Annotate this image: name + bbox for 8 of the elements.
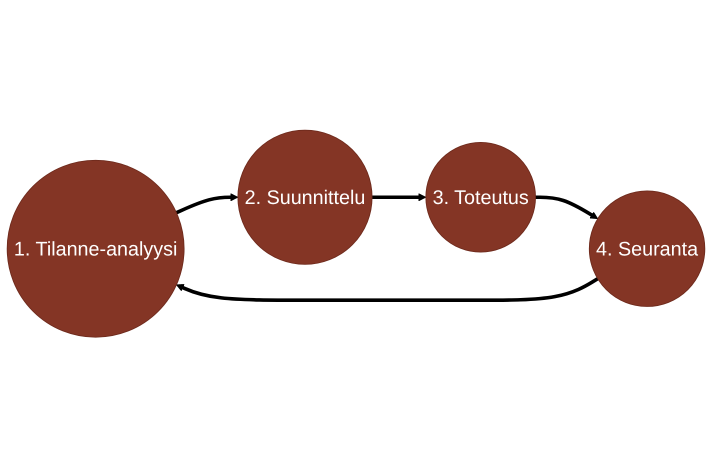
arrow <box>176 278 599 302</box>
node-circle: 3. Toteutus <box>425 142 536 253</box>
node-circle: 2. Suunnittelu <box>237 130 372 266</box>
node-circle: 1. Tilanne-analyysi <box>6 160 185 338</box>
arrow <box>372 194 426 202</box>
arrow <box>536 196 598 220</box>
node-circle: 4. Seuranta <box>588 190 706 308</box>
arrow <box>176 194 238 215</box>
